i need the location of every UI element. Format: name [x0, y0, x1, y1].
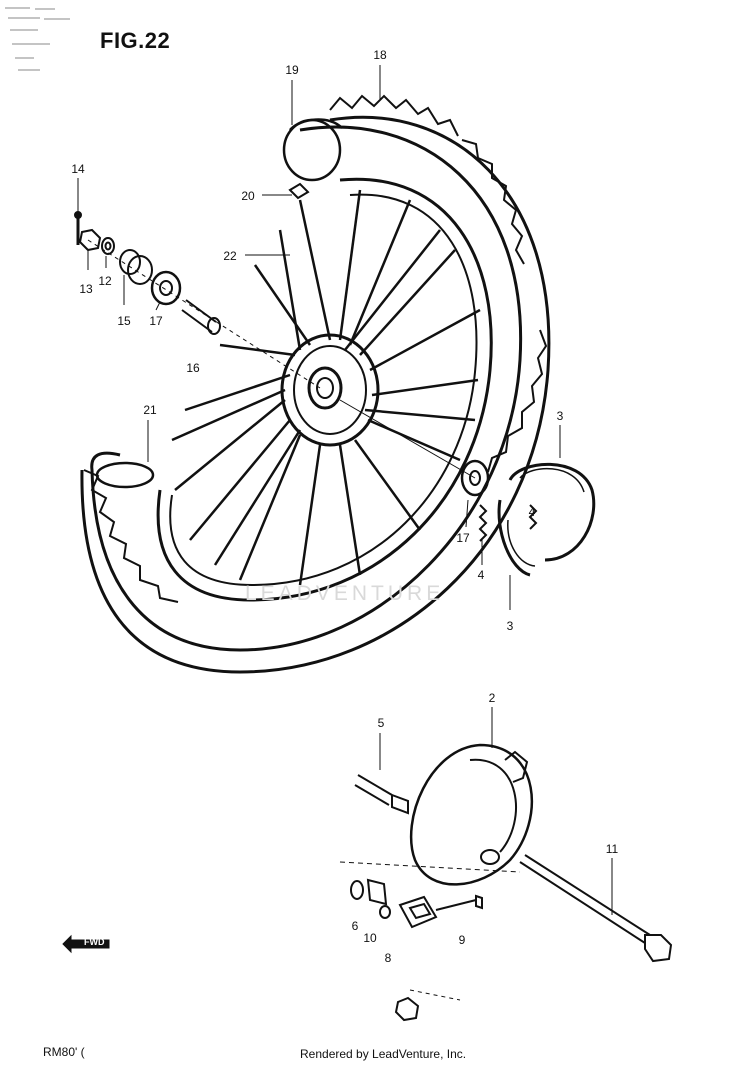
callout-2: 2 [488, 691, 496, 705]
callout-16: 16 [186, 361, 200, 375]
callout-18: 18 [373, 48, 387, 62]
callout-8: 8 [384, 951, 392, 965]
callout-3-bottom: 3 [506, 619, 514, 633]
brake-panel-assembly [339, 743, 673, 1022]
render-credit: Rendered by LeadVenture, Inc. [300, 1047, 467, 1061]
leader-lines [77, 65, 613, 915]
brake-shoe [508, 462, 596, 562]
callout-20: 20 [241, 189, 255, 203]
callout-4-spring: 4 [477, 568, 485, 582]
figure-title: FIG.22 [100, 28, 171, 53]
direction-tag: FWD [62, 935, 108, 953]
callout-10: 10 [363, 931, 377, 945]
callout-5: 5 [377, 716, 385, 730]
brake-side-parts [339, 399, 596, 577]
callout-22: 22 [223, 249, 237, 263]
callout-12: 12 [98, 274, 112, 288]
wheel-assembly [80, 94, 551, 674]
axle-parts [74, 211, 321, 389]
callout-19: 19 [285, 63, 299, 77]
callout-21: 21 [143, 403, 157, 417]
callout-17-right: 17 [456, 531, 470, 545]
direction-tag-label: FWD [84, 937, 105, 947]
callout-13: 13 [79, 282, 93, 296]
callout-17-left: 17 [149, 314, 163, 328]
callout-11: 11 [605, 842, 619, 856]
rim [156, 177, 493, 602]
callout-9: 9 [458, 933, 466, 947]
fwd-arrow-icon [62, 934, 110, 954]
callout-3-top: 3 [556, 409, 564, 423]
scan-artifact [5, 7, 70, 71]
model-code: RM80' ( [43, 1045, 85, 1059]
brake-panel [410, 743, 534, 886]
watermark: LEADVENTURE [245, 582, 445, 605]
callout-14: 14 [71, 162, 85, 176]
callout-4-shoe: 4 [528, 505, 536, 519]
tire [90, 125, 523, 652]
callout-15: 15 [117, 314, 131, 328]
callout-6: 6 [351, 919, 359, 933]
spokes [171, 189, 481, 586]
